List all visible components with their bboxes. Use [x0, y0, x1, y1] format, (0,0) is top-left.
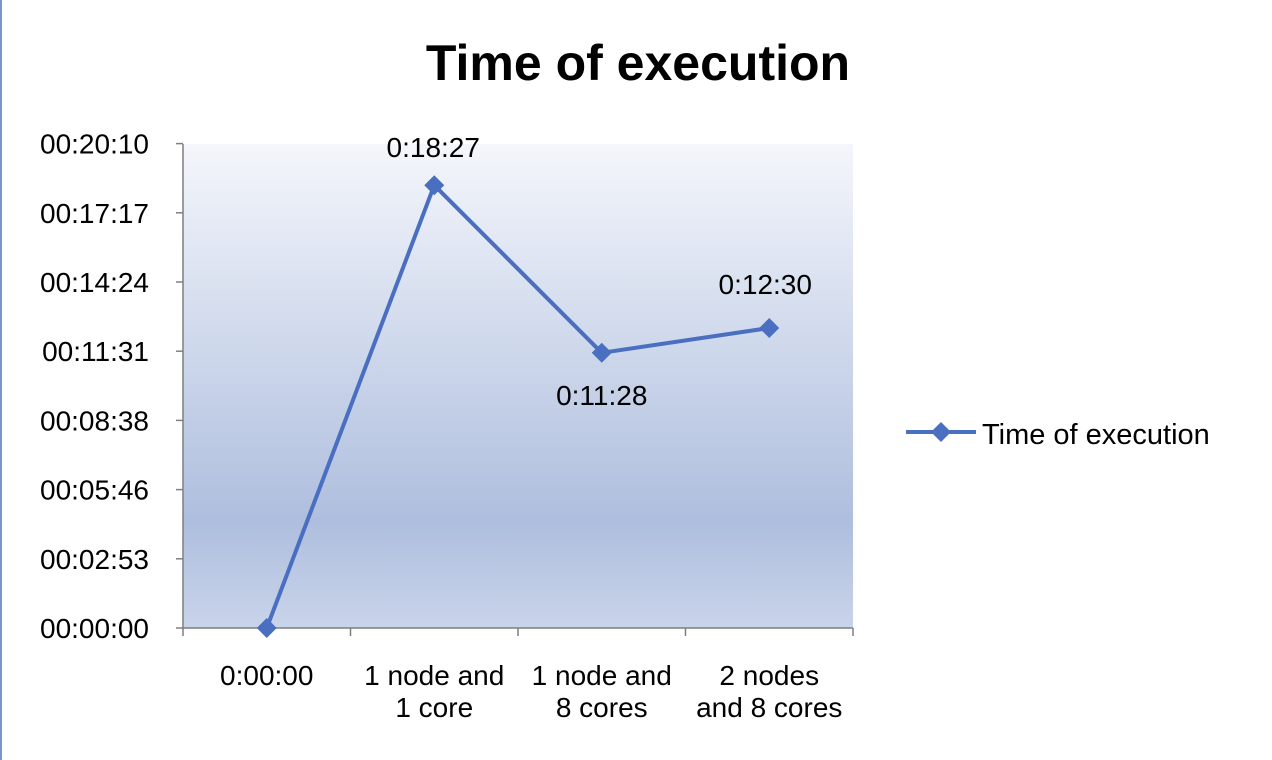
data-point-marker: [256, 618, 277, 638]
legend-marker-diamond-icon: [931, 422, 951, 442]
series-time-of-execution: [256, 175, 780, 638]
y-tick-label: 00:02:53: [40, 544, 149, 575]
chart-title: Time of execution: [426, 35, 850, 91]
data-point-marker: [591, 342, 612, 363]
plot-area: [183, 144, 853, 628]
x-tick-label-line: 2 nodes: [719, 660, 819, 691]
x-tick-label-line: 0:00:00: [220, 660, 313, 691]
x-tick-label-line: and 8 cores: [696, 692, 842, 723]
legend-label: Time of execution: [982, 419, 1210, 451]
x-tick-label-line: 1 node and: [364, 660, 504, 691]
y-axis: 00:00:00 00:02:53 00:05:46 00:08:38 00:11:31…: [40, 129, 184, 644]
data-label: 0:11:28: [556, 380, 647, 411]
data-labels: 0:18:27 0:11:28 0:12:30: [387, 132, 812, 411]
data-point-marker: [424, 175, 445, 196]
y-tick-label: 00:08:38: [40, 405, 149, 436]
y-tick-label: 00:14:24: [40, 267, 149, 298]
y-tick-label: 00:11:31: [42, 336, 149, 367]
x-tick-label: 0:00:00: [220, 660, 313, 691]
data-label: 0:18:27: [387, 132, 480, 163]
data-label: 0:12:30: [719, 269, 812, 300]
y-tick-label: 00:20:10: [40, 129, 149, 160]
y-tick-label: 00:00:00: [40, 613, 149, 644]
x-tick-label-line: 1 node and: [532, 660, 672, 691]
series-line: [264, 183, 770, 629]
x-tick-label-line: 8 cores: [556, 692, 648, 723]
x-tick-label-line: 1 core: [395, 692, 473, 723]
y-tick-label: 00:05:46: [40, 475, 149, 506]
y-tick-label: 00:17:17: [40, 198, 149, 229]
data-point-marker: [759, 318, 780, 338]
legend: Time of execution: [906, 419, 1210, 451]
